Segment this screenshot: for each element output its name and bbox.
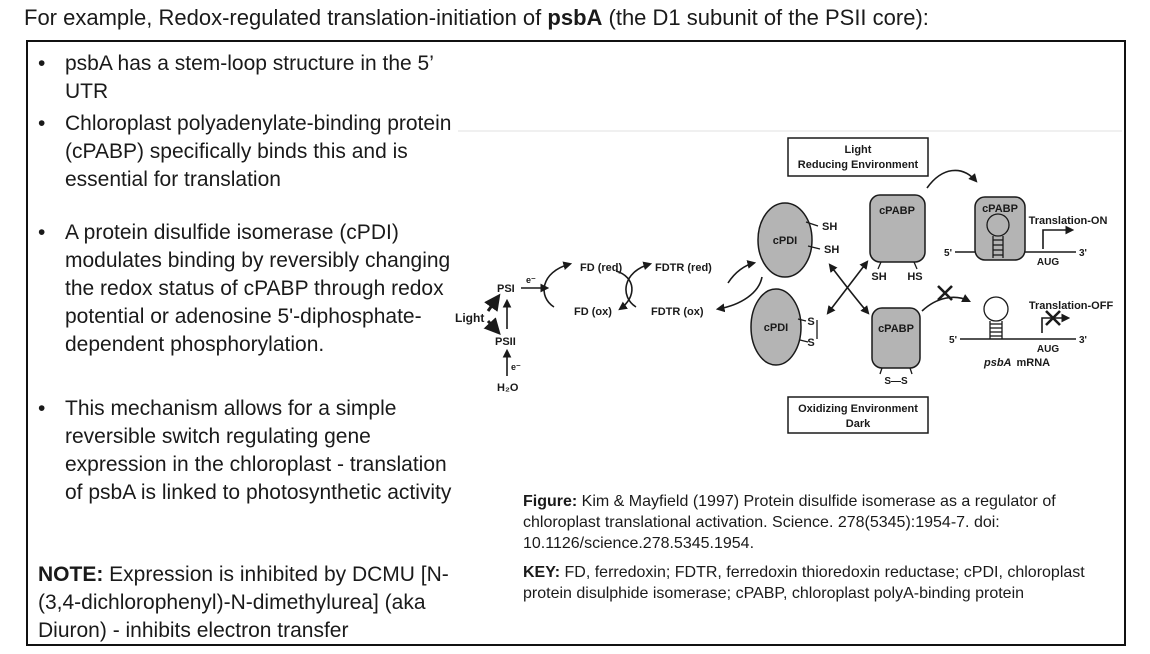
transcription-start-arrow-on [1042,225,1075,249]
bullet-text-2: Chloroplast polyadenylate-binding protei… [65,112,452,191]
x-mark [937,285,953,301]
fdtr-cycle-left-arrow [625,261,653,308]
translation-off-label: Translation-OFF [1029,300,1114,312]
figure-key-label: KEY: [523,564,561,581]
light-label: Light [455,311,484,325]
light-to-psii-arrow [483,317,501,336]
fd-cycle-left-arrow [543,261,573,308]
bullet-item-4: • This mechanism allows for a simple rev… [38,395,462,507]
bullet-marker: • [38,397,46,420]
cpdi-label: cPDI [764,322,788,334]
env-light-line1: Light [845,144,872,156]
electron-label: e⁻ [526,275,536,285]
translation-on-label: Translation-ON [1029,215,1108,227]
hs-label: HS [907,271,922,283]
figure-caption-label: Figure: [523,493,578,510]
figure-key: KEY: FD, ferredoxin; FDTR, ferredoxin th… [523,562,1101,604]
bullet-text-4: This mechanism allows for a simple rever… [65,397,452,504]
bullet-marker: • [38,52,46,75]
note-label: NOTE: [38,563,104,586]
redox-exchange-arrows [826,260,870,315]
cpdi-label: cPDI [773,235,797,247]
electron-label: e⁻ [511,362,521,372]
cpabp-oxidized: cPABP S—S [871,307,921,387]
psii-label: PSII [495,336,516,348]
cpabp-binding-arrow [926,169,978,189]
env-dark-line1: Oxidizing Environment [798,403,918,415]
sh-label: SH [824,244,839,256]
aug-label: AUG [1037,257,1059,268]
h2o-label: H₂O [497,382,519,394]
page-title: For example, Redox-regulated translation… [24,5,929,31]
transcription-start-arrow-off [1041,313,1071,333]
cpabp-bound [974,196,1026,261]
five-prime-label: 5' [949,335,957,346]
cpabp-label: cPABP [879,205,915,217]
s-label: S [807,316,814,328]
figure-caption-text: Kim & Mayfield (1997) Protein disulfide … [523,493,1056,552]
stem-loop-stem [989,321,1003,339]
cpabp-label: cPABP [982,203,1018,215]
x-mark [1045,310,1061,326]
fdtr-red-label: FDTR (red) [655,262,712,274]
fd-redox-cycle: FD (red) FD (ox) [543,261,633,318]
figure-key-text: FD, ferredoxin; FDTR, ferredoxin thiored… [523,564,1085,602]
three-prime-label: 3' [1079,335,1087,346]
stem-loop-head [983,296,1009,322]
fdtr-ox-label: FDTR (ox) [651,306,704,318]
three-prime-label: 3' [1079,248,1087,259]
cpabp-reduced: cPABP SH HS [869,194,926,283]
title-suffix: (the D1 subunit of the PSII core): [602,5,929,30]
bullet-list: • psbA has a stem-loop structure in the … [38,50,462,507]
fd-cycle-right-arrow [615,270,633,311]
figure-diagram: Light Reducing Environment Light PSI PSI… [455,130,1122,434]
light-to-psi-arrow [484,293,501,312]
fdtr-redox-cycle: FDTR (red) FDTR (ox) [625,260,763,318]
translation-on-complex: 5' 3' cPABP AUG Translation-ON [944,196,1108,268]
light-reducing-environment-box: Light Reducing Environment [787,137,929,177]
bullet-text-1: psbA has a stem-loop structure in the 5’… [65,52,434,103]
figure-panel: Light Reducing Environment Light PSI PSI… [450,125,1128,485]
env-dark-line2: Dark [846,418,871,430]
note-paragraph: NOTE: Expression is inhibited by DCMU [N… [38,561,478,645]
note-text: Expression is inhibited by DCMU [N-(3,4-… [38,563,449,642]
s-label: S [807,337,814,349]
cpdi-to-fdtr-arrow [715,276,763,313]
bullet-marker: • [38,112,46,135]
oxidizing-environment-box: Oxidizing Environment Dark [787,396,929,434]
content-border-box [26,40,1126,646]
stem-loop-head [986,213,1010,237]
sh-label: SH [871,271,886,283]
figure-caption: Figure: Kim & Mayfield (1997) Protein di… [523,491,1101,554]
bullet-item-1: • psbA has a stem-loop structure in the … [38,50,462,106]
fd-red-label: FD (red) [580,262,623,274]
bullet-text-3: A protein disulfide isomerase (cPDI) mod… [65,221,451,356]
title-gene-name: psbA [547,5,603,30]
stem-loop-stem [992,236,1004,258]
env-light-line2: Reducing Environment [798,159,919,171]
psi-label: PSI [497,283,515,295]
title-prefix: For example, Redox-regulated translation… [24,5,548,30]
cpdi-oxidized: cPDI S S [750,288,818,366]
electron-transport-chain: Light PSI PSII H₂O e⁻ e⁻ [455,275,550,394]
aug-label: AUG [1037,344,1059,355]
bullet-marker: • [38,221,46,244]
bullet-item-3: • A protein disulfide isomerase (cPDI) m… [38,219,462,359]
blocked-binding-arrow [921,285,971,312]
cpdi-reduced: cPDI SH SH [757,202,839,278]
cpabp-label: cPABP [878,323,914,335]
fdtr-to-cpdi-arrow [727,260,757,284]
sh-label: SH [822,221,837,233]
five-prime-label: 5' [944,248,952,259]
fd-ox-label: FD (ox) [574,306,612,318]
s-s-label: S—S [884,376,908,387]
bullet-item-2: • Chloroplast polyadenylate-binding prot… [38,110,462,194]
